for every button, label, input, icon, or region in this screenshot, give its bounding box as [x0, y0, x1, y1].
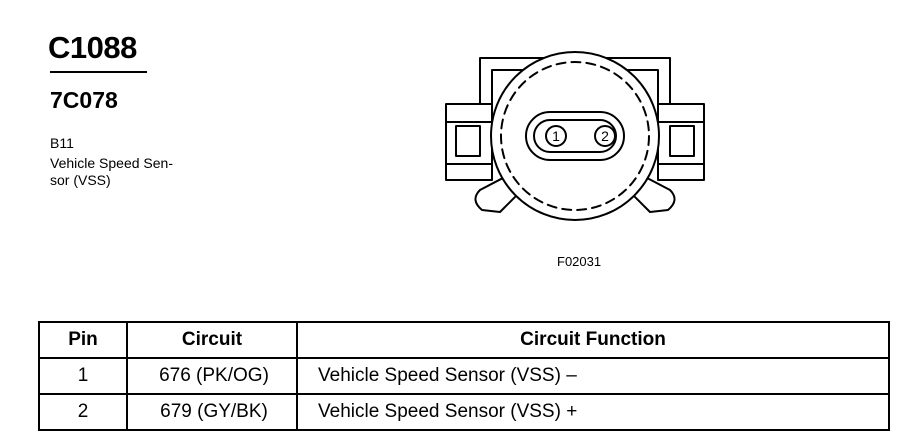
table-row: 2 679 (GY/BK) Vehicle Speed Sensor (VSS)… — [38, 393, 890, 431]
right-clip-body — [657, 103, 705, 181]
connector-seal-dashed — [500, 61, 650, 211]
header-circuit-function: Circuit Function — [296, 321, 890, 359]
right-clip-slot — [669, 125, 695, 157]
table-header-row: Pin Circuit Circuit Function — [38, 321, 890, 359]
part-number: 7C078 — [50, 87, 118, 113]
pin-number: 2 — [38, 393, 128, 431]
circuit-function: Vehicle Speed Sensor (VSS) – — [296, 357, 890, 395]
location-code: B11 — [50, 135, 74, 151]
circuit-number: 676 (PK/OG) — [126, 357, 298, 395]
title-underline — [50, 71, 147, 73]
circuit-number: 679 (GY/BK) — [126, 393, 298, 431]
figure-id: F02031 — [557, 254, 602, 269]
description-line-2: sor (VSS) — [50, 172, 111, 188]
pin-1-label: 1 — [552, 128, 560, 144]
connector-description: Vehicle Speed Sen- sor (VSS) — [50, 155, 200, 189]
connector-id: C1088 — [48, 30, 137, 65]
table-row: 1 676 (PK/OG) Vehicle Speed Sensor (VSS)… — [38, 357, 890, 395]
connector-face-diagram: 1 2 — [445, 51, 705, 221]
connector-body-outer — [490, 51, 660, 221]
pin-2-circle — [594, 125, 616, 147]
pin-1-circle — [545, 125, 567, 147]
pin-2-label: 2 — [601, 128, 609, 144]
header-pin: Pin — [38, 321, 128, 359]
left-clip-slot — [455, 125, 481, 157]
pin-table: Pin Circuit Circuit Function 1 676 (PK/O… — [38, 321, 890, 431]
pin-cavity-outer — [525, 111, 625, 161]
circuit-function: Vehicle Speed Sensor (VSS) + — [296, 393, 890, 431]
header-circuit: Circuit — [126, 321, 298, 359]
left-clip-body — [445, 103, 493, 181]
pin-number: 1 — [38, 357, 128, 395]
description-line-1: Vehicle Speed Sen- — [50, 155, 173, 171]
